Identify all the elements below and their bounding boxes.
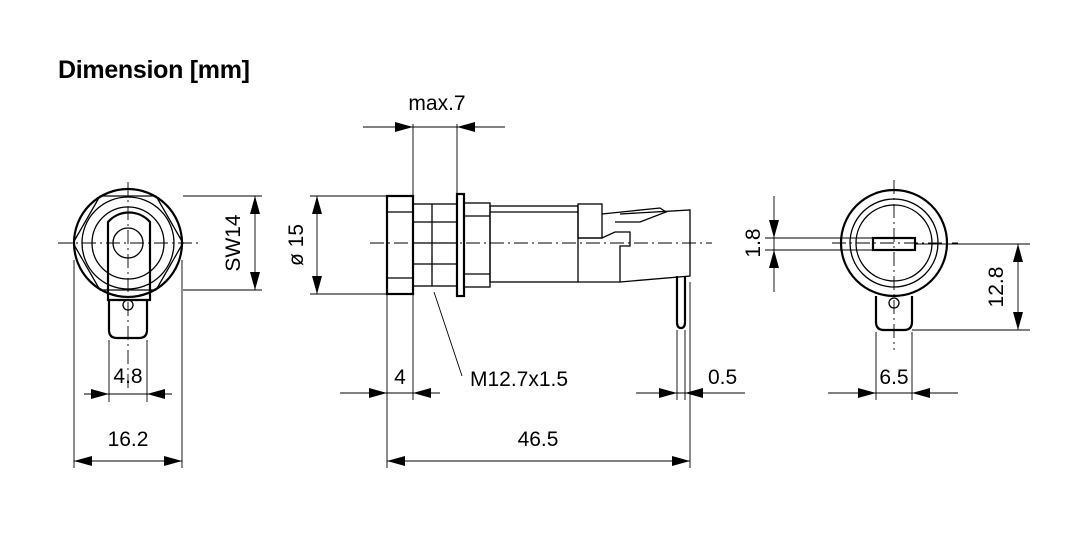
contact-spring [601,207,668,223]
contact-tab [106,211,152,302]
center-hole [112,227,144,259]
panel-flange [455,192,466,298]
rear-solder-lug [874,296,914,332]
rear-view: 1.8 12.8 6.5 [742,180,1030,400]
dim-4-label: 4 [394,366,406,389]
cap-body [385,194,415,296]
thread-circle [91,206,165,280]
rear-outer-ring [839,188,949,298]
diagram-title: Dimension [mm] [58,56,250,84]
rear-lug-hole [888,297,900,309]
diameter-15-label: ø 15 [285,224,308,266]
rear-contact [619,209,691,283]
dim-6-5-label: 6.5 [879,366,908,389]
dim-12-8-label: 12.8 [985,267,1008,308]
rear-inner-ring-2 [855,204,933,282]
hex-nut-outline [72,195,184,291]
outer-ring [72,187,184,299]
max-7-label: max.7 [408,92,465,115]
dim-46-5-label: 46.5 [518,428,559,451]
dim-0-5-label: 0.5 [708,366,737,389]
sw14-label: SW14 [222,214,245,272]
thread-spec-label: M12.7x1.5 [470,368,568,391]
side-view: max.7 ø 15 M12.7x1.5 4 0.5 46.5 [285,92,745,468]
rear-housing [489,205,579,283]
dim-1-8-label: 1.8 [742,228,765,257]
rear-inner-ring [849,198,939,288]
terminal-pin [675,276,687,330]
hex-inner-circle [81,196,175,290]
solder-lug [107,300,149,340]
lug-hole [122,299,134,311]
side-latch [577,203,603,239]
dim-4-8-label: 4.8 [113,365,142,388]
front-view: SW14 4.8 16.2 [58,182,262,468]
dim-16-2-label: 16.2 [108,428,149,451]
threaded-body [412,203,458,287]
